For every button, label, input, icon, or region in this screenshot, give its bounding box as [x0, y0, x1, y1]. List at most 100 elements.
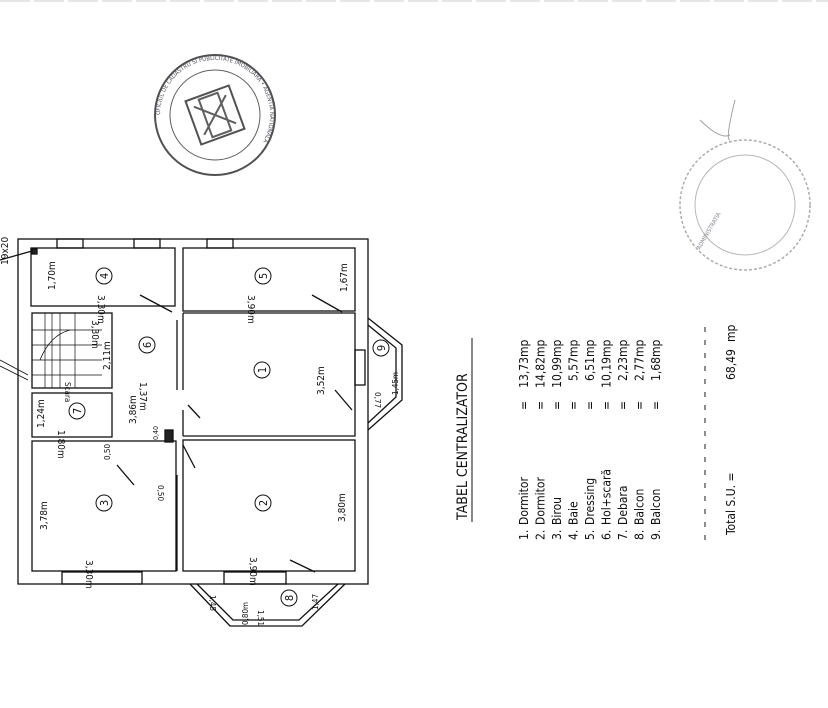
svg-text:8: 8	[283, 595, 296, 601]
row-index: 1.	[517, 530, 531, 540]
svg-text:1,67m: 1,67m	[339, 263, 350, 292]
room-1-label: 1	[253, 361, 271, 379]
dimension-labels: 19x20 1,70m 3,30m 1,67m 3,90m 3,30m 2,11…	[0, 237, 400, 627]
room-7-label: 7	[68, 402, 86, 420]
svg-text:3: 3	[98, 500, 111, 506]
room-5-label: 5	[254, 267, 272, 285]
room-9-label: 9	[372, 339, 390, 357]
row-equals: =	[616, 401, 630, 410]
svg-text:3,30m: 3,30m	[95, 295, 106, 324]
column-size: 19x20	[0, 237, 11, 265]
svg-text:0,40: 0,40	[152, 426, 160, 440]
svg-text:1,47: 1,47	[311, 594, 320, 610]
total-unit: mp	[724, 324, 738, 342]
svg-text:2: 2	[257, 500, 270, 506]
row-name: Balcon	[633, 489, 647, 525]
svg-text:3,30m: 3,30m	[83, 560, 94, 589]
svg-text:3,90m: 3,90m	[247, 557, 258, 586]
room-8-label: 8	[280, 589, 298, 607]
total-value: 68,49	[724, 349, 738, 380]
cadastre-stamp: OFICIUL DE CADASTRU SI PUBLICITATE IMOBI…	[154, 54, 276, 176]
svg-text:4: 4	[98, 273, 111, 279]
room-3-label: 3	[95, 494, 113, 512]
room-2-label: 2	[254, 494, 272, 512]
walls	[0, 238, 403, 627]
row-equals: =	[534, 401, 548, 410]
row-name: Dressing	[583, 478, 597, 525]
summary-table: TABEL CENTRALIZATOR 1.Dormitor=13,73mp2.…	[455, 324, 738, 540]
row-index: 2.	[534, 530, 548, 540]
row-unit: mp	[534, 339, 548, 357]
row-unit: mp	[517, 339, 531, 357]
svg-text:1,51: 1,51	[256, 610, 265, 626]
row-unit: mp	[600, 339, 614, 357]
svg-text:1,45m: 1,45m	[391, 372, 400, 395]
row-value: 2,77	[633, 357, 647, 381]
table-title: TABEL CENTRALIZATOR	[455, 373, 471, 521]
row-name: Birou	[550, 497, 564, 525]
row-equals: =	[550, 401, 564, 410]
svg-text:ADMINISTRATIA: ADMINISTRATIA	[696, 211, 723, 251]
row-value: 6,51	[583, 357, 597, 381]
row-unit: mp	[583, 339, 597, 357]
row-equals: =	[583, 401, 597, 410]
row-name: Debara	[616, 486, 630, 525]
svg-text:3,52m: 3,52m	[316, 366, 327, 395]
svg-text:6: 6	[141, 342, 154, 348]
svg-text:1,37m: 1,37m	[137, 382, 148, 411]
row-unit: mp	[567, 339, 581, 357]
row-name: Balcon	[649, 489, 663, 525]
row-name: Hol+scară	[600, 469, 614, 525]
row-equals: =	[600, 401, 614, 410]
row-index: 5.	[583, 530, 597, 540]
row-index: 4.	[567, 530, 581, 540]
svg-text:5: 5	[257, 273, 270, 279]
row-unit: mp	[616, 339, 630, 357]
svg-text:2,11m: 2,11m	[102, 341, 113, 370]
row-name: Dormitor	[517, 477, 531, 525]
row-index: 3.	[550, 530, 564, 540]
row-equals: =	[567, 401, 581, 410]
row-equals: =	[517, 401, 531, 410]
row-value: 10,19	[600, 357, 614, 388]
room-numbers: 1 2 3 4 5 6 7 8 9	[68, 267, 390, 607]
svg-text:1,24m: 1,24m	[36, 399, 47, 428]
row-unit: mp	[633, 339, 647, 357]
svg-text:1,45: 1,45	[208, 595, 217, 611]
svg-text:9: 9	[375, 345, 388, 351]
row-index: 8.	[633, 530, 647, 540]
svg-text:0,77: 0,77	[373, 392, 382, 408]
row-value: 5,57	[567, 357, 581, 381]
room-4-label: 4	[95, 267, 113, 285]
secondary-stamp: ADMINISTRATIA	[679, 99, 811, 271]
row-value: 2,23	[616, 357, 630, 381]
svg-text:7: 7	[71, 408, 84, 414]
svg-text:3,30m: 3,30m	[89, 320, 100, 349]
row-index: 9.	[649, 530, 663, 540]
row-value: 1,68	[649, 357, 663, 381]
row-name: Dormitor	[534, 477, 548, 525]
row-unit: mp	[649, 339, 663, 357]
row-name: Baie	[567, 501, 581, 525]
svg-text:1: 1	[256, 367, 269, 373]
row-equals: =	[649, 401, 663, 410]
row-value: 14,82	[534, 357, 548, 388]
row-value: 10,99	[550, 357, 564, 388]
svg-text:0,50: 0,50	[103, 444, 112, 460]
row-value: 13,73	[517, 357, 531, 388]
svg-text:3,80m: 3,80m	[337, 493, 348, 522]
svg-text:0,80m: 0,80m	[241, 602, 250, 625]
row-index: 7.	[616, 530, 630, 540]
row-index: 6.	[600, 530, 614, 540]
svg-text:1,80m: 1,80m	[55, 430, 66, 459]
svg-text:3,90m: 3,90m	[245, 295, 256, 324]
